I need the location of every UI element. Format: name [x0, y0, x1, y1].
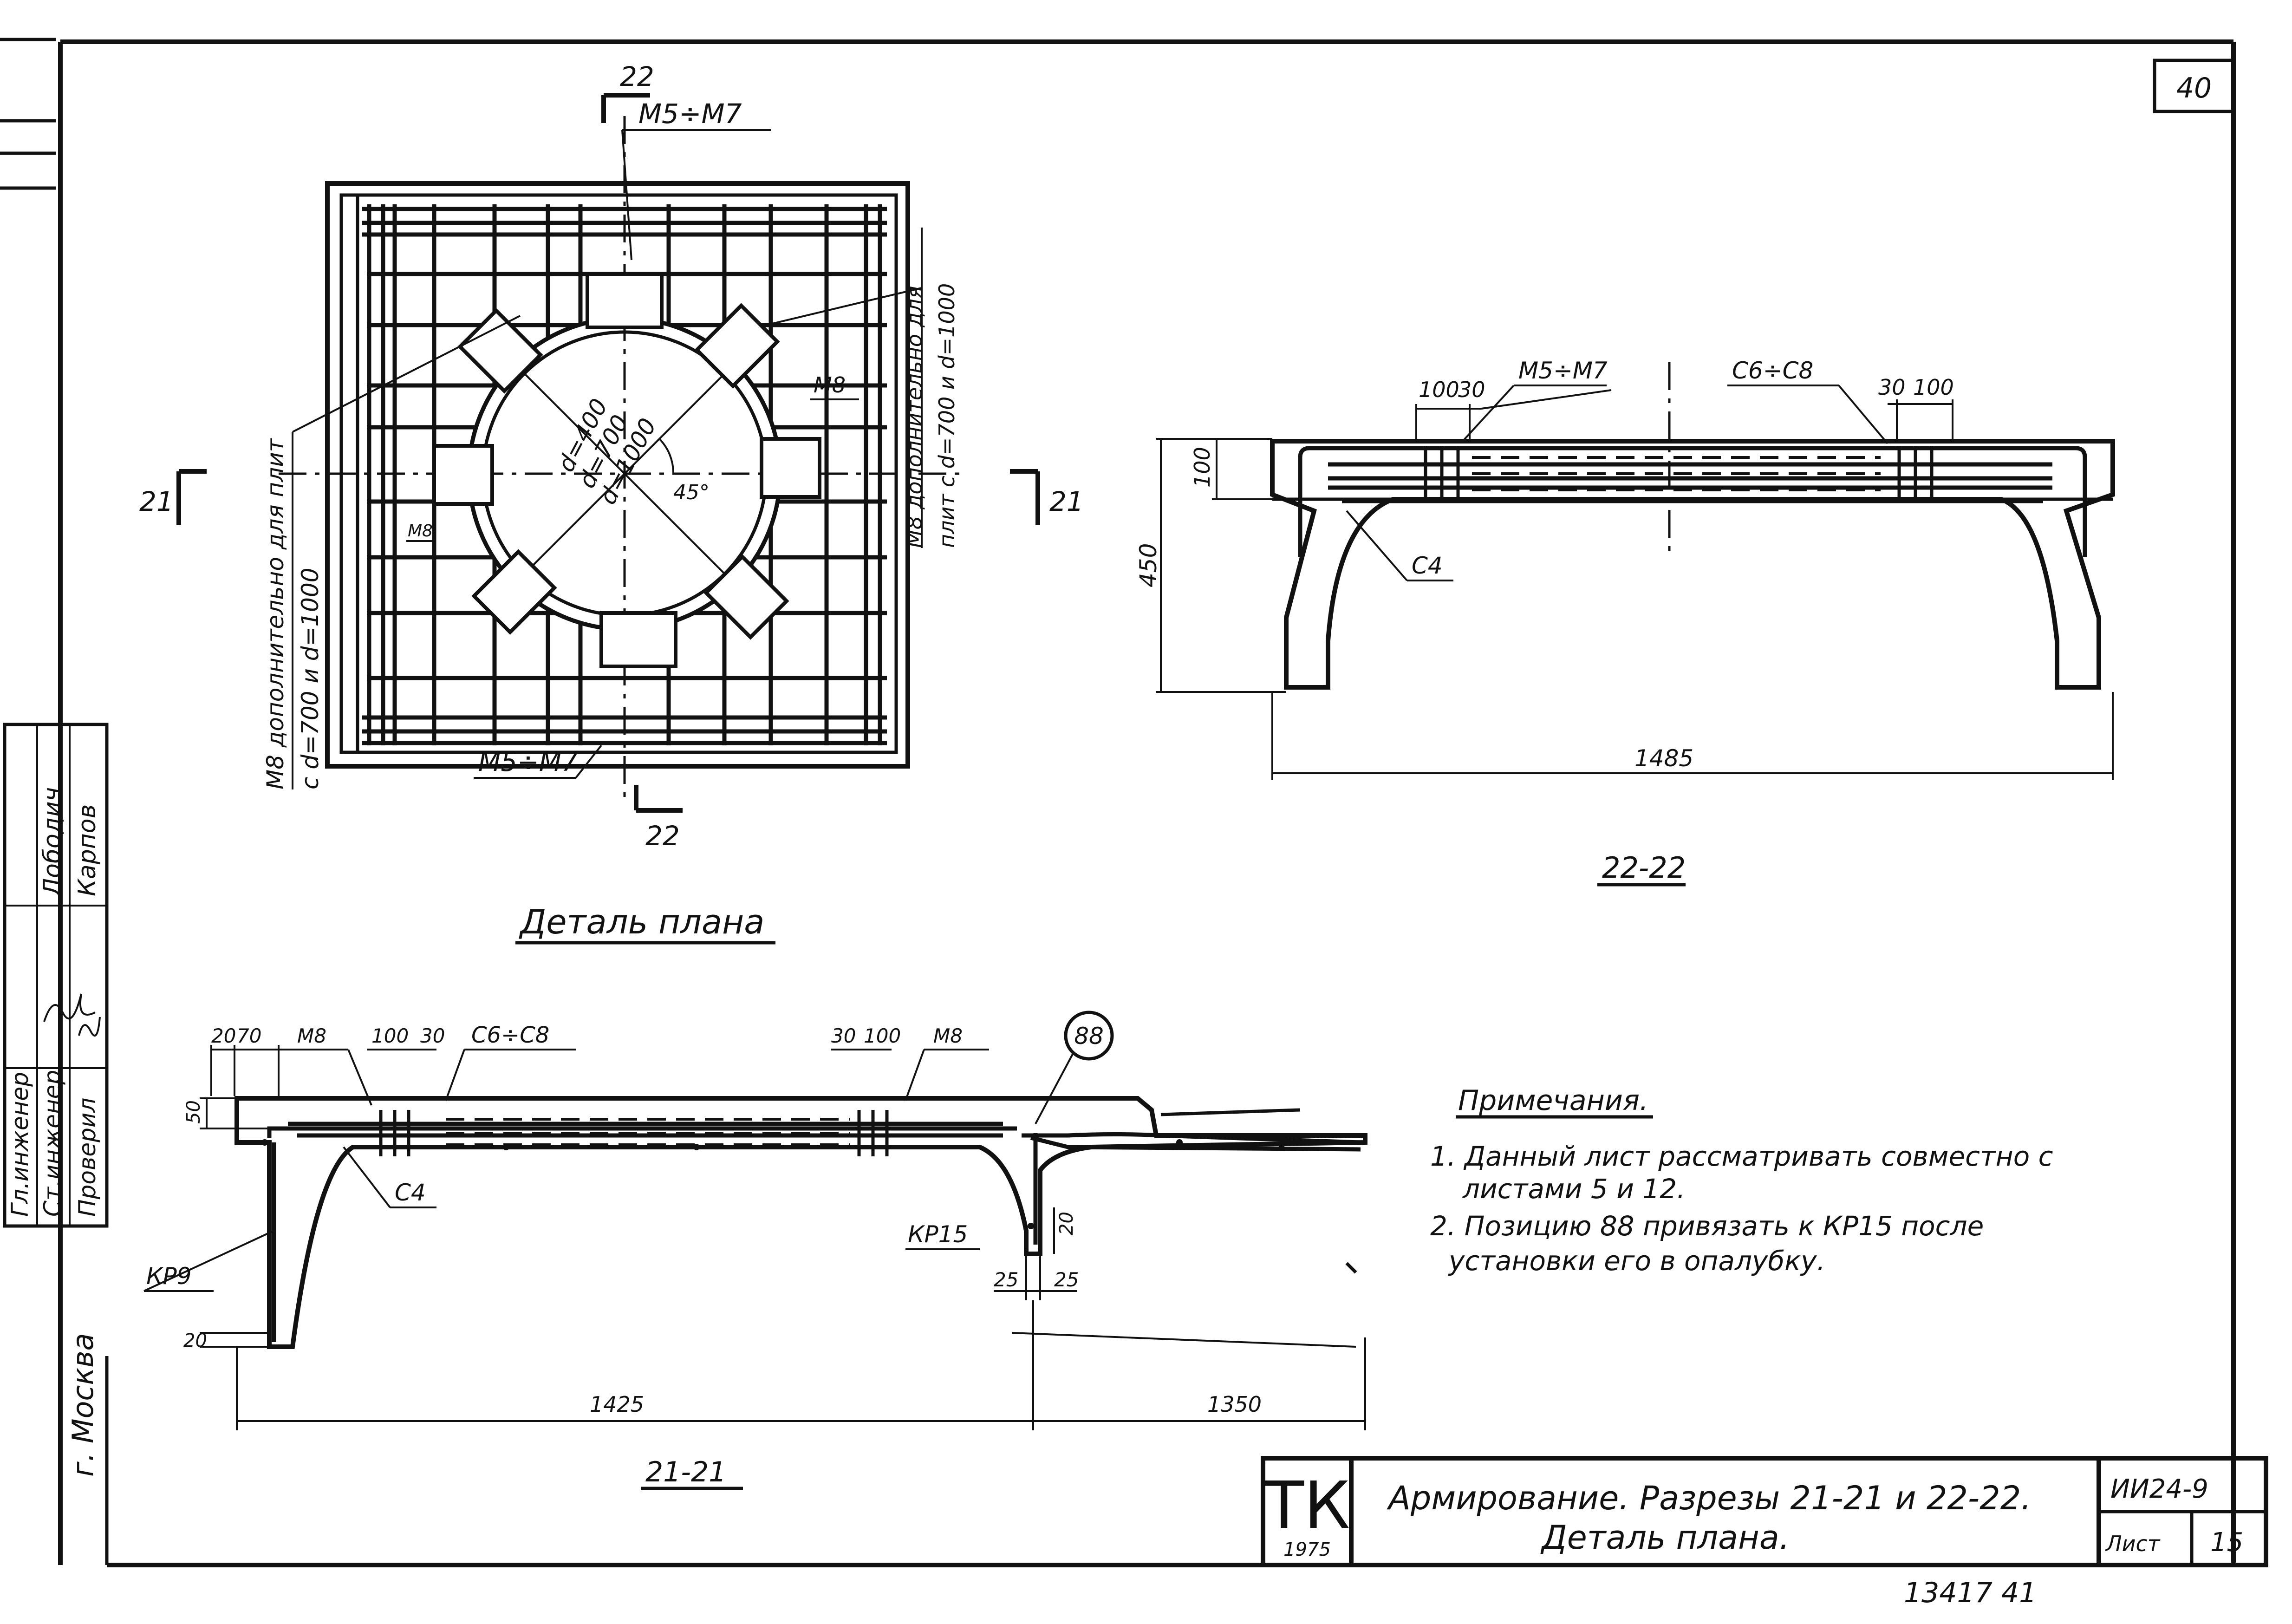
- svg-text:22: 22: [620, 61, 654, 92]
- label-kp15: КР15: [908, 1221, 968, 1248]
- svg-text:1485: 1485: [1634, 745, 1693, 772]
- plan-caption: Деталь плана: [519, 902, 764, 941]
- svg-text:20: 20: [1056, 1212, 1077, 1235]
- section-21-caption: 21-21: [645, 1456, 726, 1488]
- svg-text:21: 21: [1049, 486, 1084, 517]
- section-21-rebar: [267, 1110, 1361, 1342]
- signature-mark: [43, 993, 96, 1022]
- section-22-caption: 22-22: [1602, 851, 1686, 885]
- svg-text:100: 100: [1913, 375, 1954, 400]
- svg-text:100: 100: [864, 1024, 901, 1047]
- embedded-plates: [432, 272, 821, 668]
- svg-text:70: 70: [237, 1024, 261, 1047]
- svg-text:30: 30: [831, 1024, 856, 1047]
- section-21-outline: [234, 1096, 1367, 1349]
- plan-detail: 22 22 21 21 М5÷М7 М5÷М7 М8 М8 М8 до: [139, 61, 1084, 945]
- position-88-callout: [1064, 1011, 1114, 1061]
- signature-mark: [78, 1017, 101, 1037]
- city-label: г. Москва: [66, 1333, 100, 1477]
- svg-text:1350: 1350: [1207, 1392, 1262, 1417]
- staff-role-3: Проверил: [74, 1098, 101, 1217]
- title-block: ТК 1975 Армирование. Разрезы 21-21 и 22-…: [1261, 1456, 2268, 1609]
- note-2-line-1: 2. Позицию 88 привязать к КР15 после: [1430, 1210, 1984, 1242]
- svg-text:100: 100: [1190, 447, 1215, 488]
- note-2-line-2: установки его в опалубку.: [1448, 1245, 1825, 1277]
- notes: Примечания. 1. Данный лист рассматривать…: [1430, 1084, 2053, 1277]
- section-21-bar-dots: [261, 1139, 1285, 1229]
- label-kp9: КР9: [146, 1263, 191, 1290]
- note-1-line-1: 1. Данный лист рассматривать совместно с: [1430, 1141, 2053, 1172]
- label-m5m7-bottom: М5÷М7: [478, 747, 578, 777]
- label-m8-extra-right: М8 дополнительно для: [902, 286, 927, 548]
- title-line-2: Деталь плана.: [1540, 1519, 1790, 1557]
- label-m8-sec21-left: М8: [297, 1024, 326, 1047]
- plate-bottom-right: [703, 554, 789, 640]
- staff-role-1: Гл.инженер: [7, 1072, 33, 1217]
- label-c6c8-sec22: С6÷С8: [1732, 357, 1813, 384]
- plate-top-right: [694, 303, 780, 389]
- plate-bottom-left: [471, 549, 557, 635]
- cut-marker-21-left: 21: [139, 469, 207, 525]
- plate-top: [586, 272, 664, 329]
- staff-block: Гл.инженер Ст.инженер Проверил Лободич К…: [3, 723, 109, 1477]
- svg-text:100: 100: [1419, 377, 1459, 402]
- label-m8-small: М8: [408, 522, 433, 541]
- angle-arc: [658, 438, 675, 474]
- section-22-22: 100 30 М5÷М7 С6÷С8 30 100 100 450 С4 148…: [1135, 357, 2115, 887]
- cut-marker-22-bottom: 22: [634, 785, 683, 852]
- label-m8-extra-left: М8 дополнительно для плит: [262, 437, 289, 789]
- label-m8-extra-right-2: плит с d=700 и d=1000: [934, 283, 959, 548]
- angle-label: 45°: [673, 481, 710, 504]
- corner-number-box: 40: [2153, 59, 2235, 113]
- title-line-1: Армирование. Разрезы 21-21 и 22-22.: [1387, 1479, 2031, 1517]
- note-1-line-2: листами 5 и 12.: [1462, 1173, 1686, 1205]
- svg-text:20: 20: [211, 1024, 236, 1047]
- bottom-numbers: 13417 41: [1904, 1577, 2037, 1609]
- svg-text:20: 20: [183, 1330, 207, 1351]
- svg-text:1425: 1425: [590, 1392, 644, 1417]
- cut-marker-21-right: 21: [1010, 469, 1084, 525]
- svg-text:450: 450: [1135, 543, 1162, 587]
- svg-text:21: 21: [139, 486, 174, 517]
- drawing-code: ИИ24-9: [2110, 1474, 2208, 1504]
- svg-text:30: 30: [1458, 377, 1485, 402]
- stamp-tk: ТК: [1264, 1468, 1350, 1544]
- label-c6c8-sec21: С6÷С8: [471, 1022, 549, 1048]
- corner-number: 40: [2176, 72, 2212, 104]
- label-m5m7-sec22: М5÷М7: [1518, 357, 1608, 384]
- plate-top-left: [457, 308, 543, 394]
- svg-text:50: 50: [183, 1100, 204, 1124]
- svg-text:100: 100: [371, 1024, 409, 1047]
- staff-name-1: Лободич: [39, 787, 66, 897]
- staff-role-2: Ст.инженер: [39, 1070, 66, 1217]
- svg-text:25: 25: [994, 1268, 1018, 1291]
- section-22-rebar: [1298, 446, 2087, 557]
- staff-name-2: Карпов: [73, 804, 101, 896]
- svg-text:30: 30: [1878, 375, 1906, 400]
- label-m8-sec21-right: М8: [933, 1024, 963, 1047]
- label-m8-extra-left-2: с d=700 и d=1000: [297, 567, 324, 789]
- stamp-year: 1975: [1283, 1539, 1331, 1560]
- label-c4-sec21: С4: [395, 1179, 426, 1206]
- plate-bottom: [599, 611, 677, 668]
- svg-text:30: 30: [420, 1024, 445, 1047]
- label-c4-sec22: С4: [1412, 552, 1443, 579]
- cut-marker-22-top: 22: [601, 61, 654, 123]
- svg-text:22: 22: [645, 820, 680, 852]
- plan-diagonal: [524, 373, 725, 574]
- list-number: 15: [2210, 1527, 2243, 1558]
- label-m8: М8: [814, 372, 846, 398]
- svg-text:25: 25: [1054, 1268, 1079, 1291]
- label-m5m7-top: М5÷М7: [638, 98, 742, 130]
- plate-right: [760, 437, 821, 499]
- position-88: 88: [1074, 1023, 1104, 1050]
- plate-left: [432, 444, 494, 506]
- section-21-21: 20 70 М8 100 30 С6÷С8 30 100 М8 88 50 20…: [143, 1011, 1367, 1490]
- notes-heading: Примечания.: [1458, 1084, 1648, 1117]
- list-label: Лист: [2105, 1531, 2161, 1556]
